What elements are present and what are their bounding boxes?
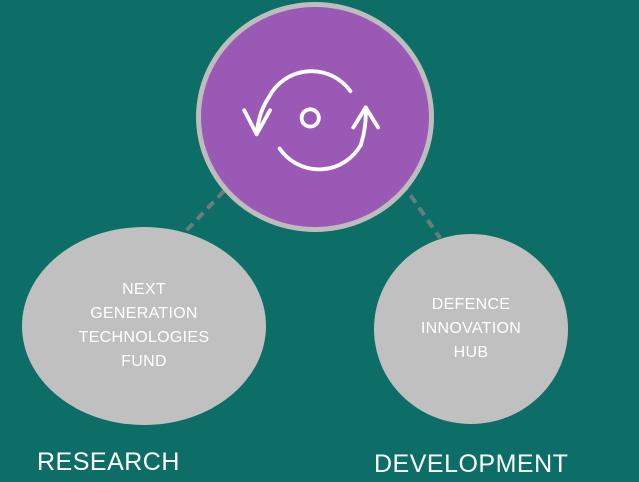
node-research-line: GENERATION bbox=[90, 305, 198, 322]
node-research-label: NEXT GENERATION TECHNOLOGIES FUND bbox=[46, 278, 241, 374]
node-development: DEFENCE INNOVATION HUB bbox=[374, 234, 568, 424]
node-research-line: TECHNOLOGIES bbox=[78, 329, 210, 346]
connector-left bbox=[181, 189, 226, 236]
node-development-line: HUB bbox=[453, 344, 489, 361]
node-research-line: NEXT bbox=[122, 281, 166, 298]
node-research-line: FUND bbox=[121, 353, 167, 370]
caption-development: DEVELOPMENT bbox=[374, 450, 569, 478]
connector-right bbox=[400, 181, 442, 240]
node-research: NEXT GENERATION TECHNOLOGIES FUND bbox=[22, 227, 266, 425]
node-development-line: INNOVATION bbox=[420, 320, 522, 337]
node-development-line: DEFENCE bbox=[431, 296, 511, 313]
caption-research: RESEARCH bbox=[37, 448, 180, 476]
node-development-label: DEFENCE INNOVATION HUB bbox=[393, 293, 548, 365]
refresh-cycle-icon bbox=[242, 69, 381, 172]
hub-circle bbox=[196, 2, 434, 232]
